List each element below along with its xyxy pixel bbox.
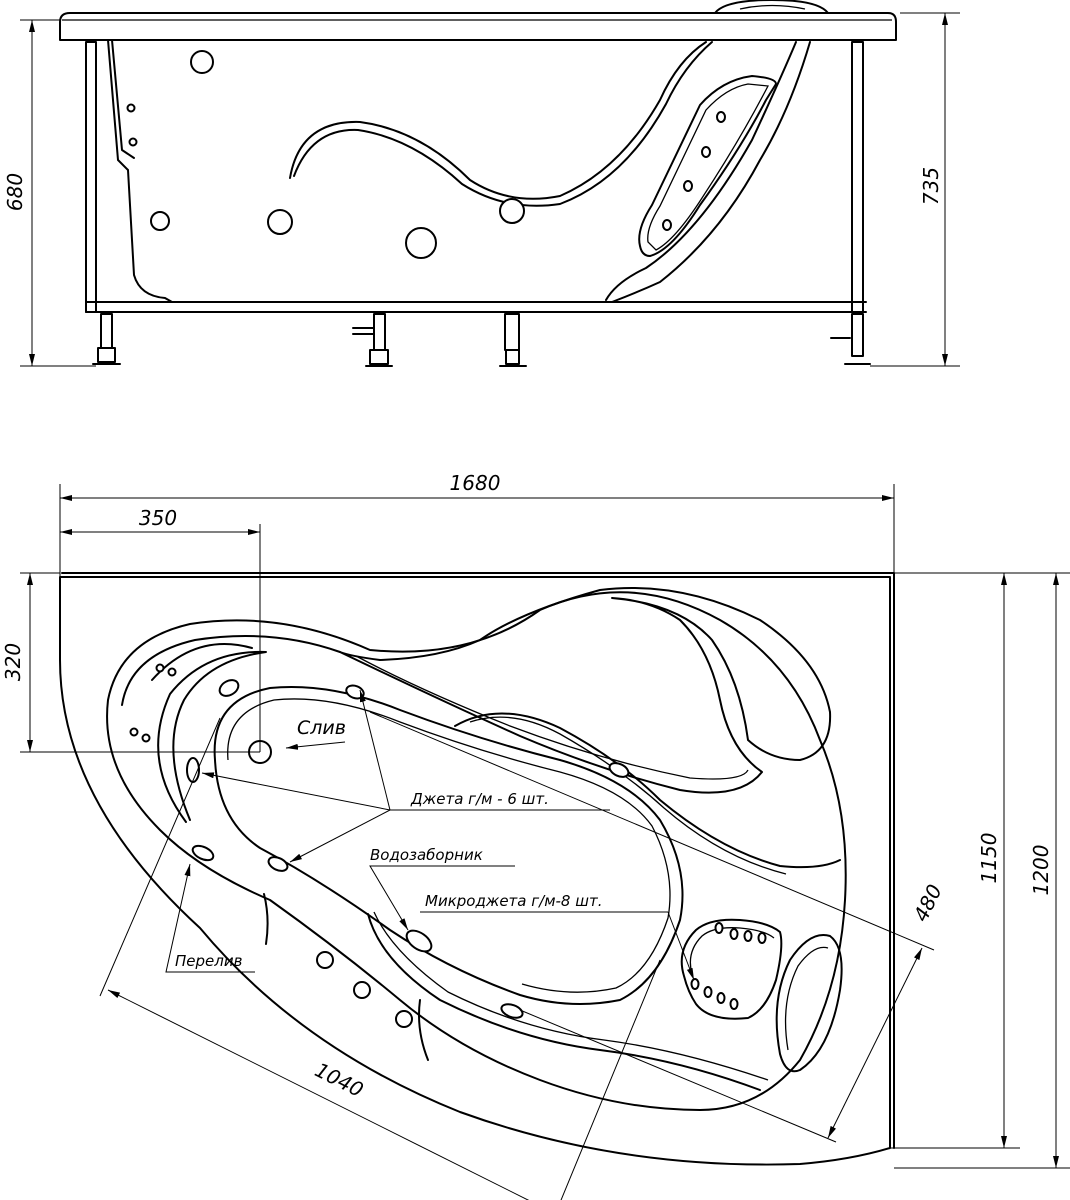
dim-width-1200: 1200 [1029,845,1053,896]
side-dimensions [20,12,960,367]
label-drain: Слив [297,717,346,739]
top-outer-contour [59,576,891,1166]
side-holes [126,50,726,259]
dim-width-1150: 1150 [977,833,1001,884]
side-backrest-curve [289,41,707,200]
microjet-holes [690,922,767,1010]
dim-drain-x-350: 350 [139,506,177,530]
back-curve-upper [454,712,841,869]
upper-armrest [339,587,832,794]
dim-height-735: 735 [919,167,943,205]
label-jets: Джета г/м - 6 шт. [410,790,549,808]
head-crescent [157,650,267,823]
label-water-intake: Водозаборник [370,846,483,864]
dim-drain-y-320: 320 [1,643,25,681]
label-overflow: Перелив [175,952,243,970]
side-rim [59,12,897,41]
top-dimensions [20,484,1070,1200]
dim-height-680: 680 [3,173,27,211]
label-micro-jets: Микроджета г/м-8 шт. [425,892,602,910]
microjet-pad [680,918,783,1020]
dim-depth-480: 480 [909,881,947,926]
side-jet-panel [638,75,777,257]
leader-lines [165,689,695,981]
headrest [714,0,829,14]
frame-beam [85,301,867,313]
side-tub-body [107,39,173,303]
top-view: Слив Джета г/м - 6 шт. Водозаборник Микр… [1,471,1070,1200]
dim-length-1680: 1680 [450,471,501,495]
side-view: 680 735 [3,0,960,367]
frame-legs [85,41,871,367]
